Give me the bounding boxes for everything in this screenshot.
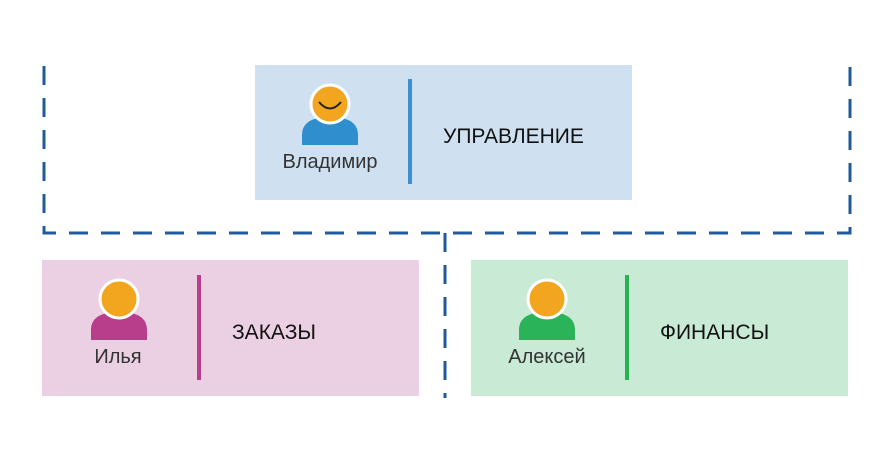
orders-card: Илья ЗАКАЗЫ xyxy=(42,260,419,396)
person-name: Алексей xyxy=(508,346,586,368)
person-icon xyxy=(519,278,575,340)
department-label: ЗАКАЗЫ xyxy=(232,321,316,344)
person-icon xyxy=(91,278,147,340)
department-label: УПРАВЛЕНИЕ xyxy=(443,125,584,148)
smiling-person-icon xyxy=(302,83,358,145)
management-card: Владимир УПРАВЛЕНИЕ xyxy=(255,65,632,200)
person-name: Владимир xyxy=(282,151,378,173)
card-divider xyxy=(625,275,629,380)
card-divider xyxy=(197,275,201,380)
top-bracket-connector xyxy=(42,66,852,235)
card-divider xyxy=(408,79,412,184)
person-name: Илья xyxy=(94,346,142,368)
finance-card: Алексей ФИНАНСЫ xyxy=(471,260,848,396)
department-label: ФИНАНСЫ xyxy=(660,321,770,344)
